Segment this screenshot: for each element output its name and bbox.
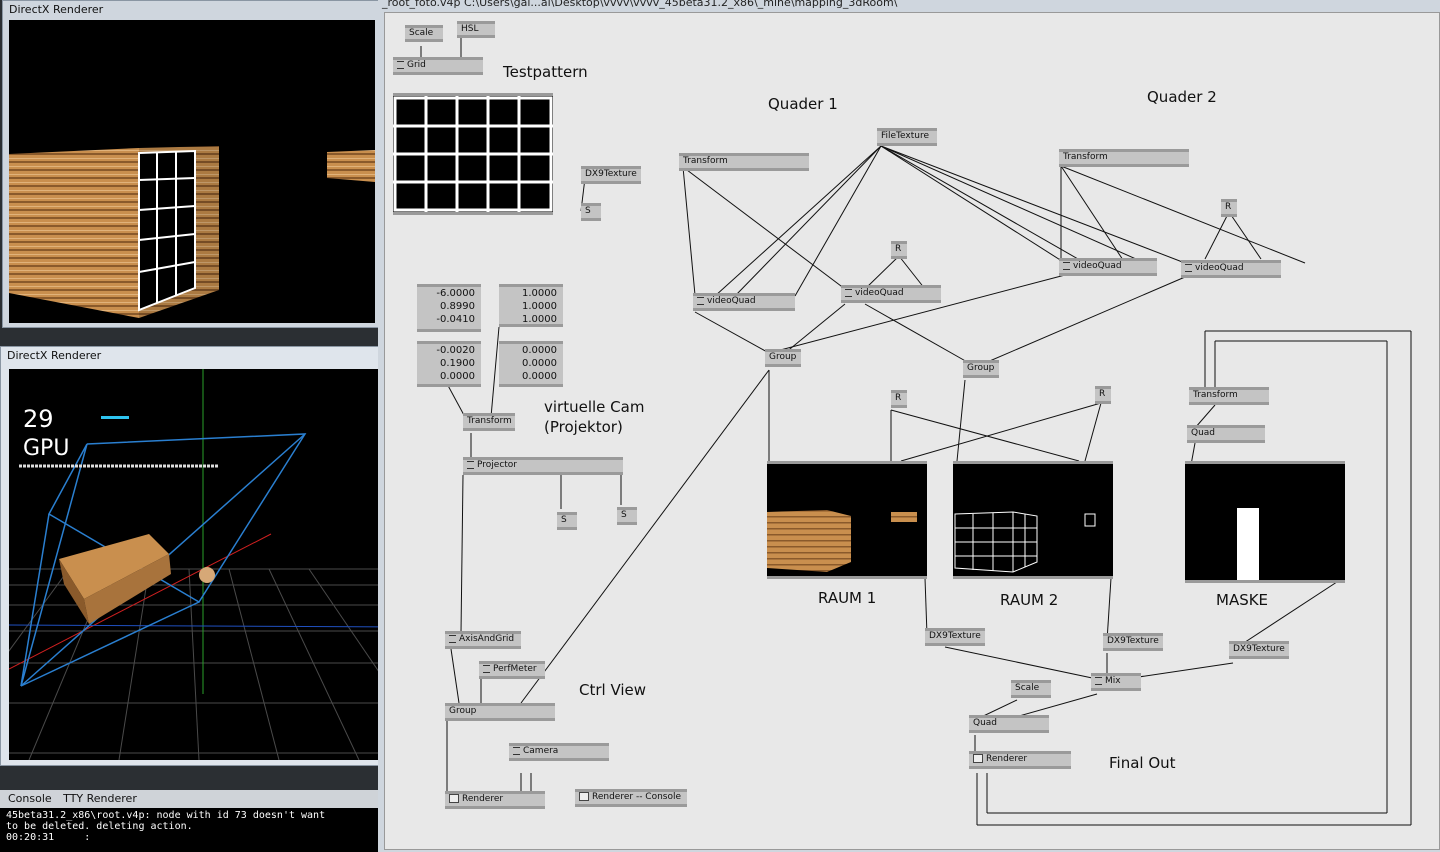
- node-menu-icon: [1063, 261, 1070, 270]
- node-videoquad[interactable]: videoQuad: [1059, 258, 1157, 276]
- node-s[interactable]: S: [617, 507, 637, 525]
- node-transform-quader2[interactable]: Transform: [1059, 149, 1189, 167]
- console-output: 45beta31.2_x86\root.v4p: node with id 73…: [6, 810, 326, 843]
- node-menu-icon: [1185, 263, 1192, 272]
- node-menu-icon: [397, 60, 404, 69]
- node-transform-cam[interactable]: Transform: [463, 413, 515, 431]
- mask-shape: [1237, 508, 1259, 580]
- label-virtuelle-cam: virtuelle Cam: [544, 398, 645, 416]
- node-transform-mask[interactable]: Transform: [1189, 387, 1269, 405]
- node-dx9texture[interactable]: DX9Texture: [1103, 633, 1163, 651]
- raum2-scene: [954, 511, 1096, 573]
- node-dx9texture[interactable]: DX9Texture: [925, 628, 985, 646]
- patch-canvas[interactable]: Testpattern Quader 1 Quader 2 virtuelle …: [384, 12, 1440, 850]
- node-grid[interactable]: Grid: [393, 57, 483, 75]
- window-title: DirectX Renderer: [9, 3, 104, 16]
- label-final-out: Final Out: [1109, 754, 1176, 772]
- label-raum2: RAUM 2: [1000, 591, 1059, 609]
- node-s[interactable]: S: [581, 203, 601, 221]
- node-filetexture[interactable]: FileTexture: [877, 128, 937, 146]
- label-quader1: Quader 1: [768, 95, 838, 113]
- raum1-scene: [767, 510, 917, 572]
- node-s[interactable]: S: [557, 512, 577, 530]
- node-menu-icon: [845, 288, 852, 297]
- node-menu-icon: [467, 460, 474, 469]
- label-ctrl-view: Ctrl View: [579, 681, 647, 699]
- iobox-translate[interactable]: -6.0000 0.8990 -0.0410: [417, 284, 481, 332]
- node-videoquad[interactable]: videoQuad: [693, 293, 795, 311]
- renderer-viewport[interactable]: [9, 20, 375, 323]
- raum2-preview[interactable]: [953, 461, 1113, 579]
- node-transform-quader1[interactable]: Transform: [679, 153, 809, 171]
- node-renderer-console[interactable]: Renderer -- Console: [575, 789, 687, 807]
- node-menu-icon: [513, 746, 520, 755]
- node-r[interactable]: R: [1221, 199, 1237, 217]
- label-testpattern: Testpattern: [503, 63, 588, 81]
- testpattern-preview[interactable]: [393, 93, 553, 215]
- node-mix[interactable]: Mix: [1091, 673, 1141, 691]
- label-projektor: (Projektor): [544, 418, 623, 436]
- node-group[interactable]: Group: [445, 703, 555, 721]
- node-scale[interactable]: Scale: [1011, 680, 1051, 698]
- node-axisandgrid[interactable]: AxisAndGrid: [445, 631, 521, 649]
- node-r[interactable]: R: [891, 241, 907, 259]
- node-renderer-final[interactable]: Renderer: [969, 751, 1071, 769]
- iobox-rotate[interactable]: -0.0020 0.1900 0.0000: [417, 341, 481, 387]
- raum1-preview[interactable]: [767, 461, 927, 579]
- render-scene: [9, 146, 375, 318]
- label-quader2: Quader 2: [1147, 88, 1217, 106]
- iobox-shear[interactable]: 0.0000 0.0000 0.0000: [499, 341, 563, 387]
- node-r[interactable]: R: [891, 390, 907, 408]
- node-videoquad[interactable]: videoQuad: [1181, 260, 1281, 278]
- label-raum1: RAUM 1: [818, 589, 877, 607]
- window-title: DirectX Renderer: [7, 349, 102, 362]
- node-scale[interactable]: Scale: [405, 25, 443, 42]
- tab-tty-renderer[interactable]: TTY Renderer: [63, 792, 137, 805]
- grid-pattern: [393, 96, 553, 212]
- node-quad-final[interactable]: Quad: [969, 715, 1049, 733]
- node-hsl[interactable]: HSL: [457, 21, 495, 38]
- renderer-window-main[interactable]: DirectX Renderer: [2, 0, 380, 328]
- fps-readout: 29: [23, 405, 54, 433]
- node-r[interactable]: R: [1095, 386, 1111, 404]
- node-group[interactable]: Group: [963, 360, 999, 378]
- gpu-label: GPU: [23, 436, 69, 461]
- node-menu-icon: [1095, 676, 1102, 685]
- node-renderer[interactable]: Renderer: [445, 791, 545, 809]
- ctrl-viewport[interactable]: 29 GPU: [9, 369, 401, 760]
- tab-console[interactable]: Console: [8, 792, 52, 805]
- node-dx9texture[interactable]: DX9Texture: [581, 166, 641, 184]
- console-panel[interactable]: Console TTY Renderer 45beta31.2_x86\root…: [0, 790, 378, 852]
- node-menu-icon: [449, 634, 456, 643]
- node-projector[interactable]: Projector: [463, 457, 623, 475]
- renderer-window-ctrl[interactable]: DirectX Renderer: [0, 346, 406, 766]
- window-icon: [973, 754, 983, 763]
- ctrl-scene: 29 GPU: [9, 369, 401, 760]
- node-menu-icon: [697, 296, 704, 305]
- window-icon: [449, 794, 459, 803]
- maske-preview[interactable]: [1185, 461, 1345, 583]
- node-perfmeter[interactable]: PerfMeter: [479, 661, 545, 679]
- node-menu-icon: [483, 664, 490, 673]
- node-camera[interactable]: Camera: [509, 743, 609, 761]
- window-icon: [579, 792, 589, 801]
- node-dx9texture[interactable]: DX9Texture: [1229, 641, 1289, 659]
- label-maske: MASKE: [1216, 591, 1269, 609]
- patch-title: _root_foto.v4p C:\Users\gal...al\Desktop…: [382, 0, 898, 9]
- node-quad-mask[interactable]: Quad: [1187, 425, 1265, 443]
- patch-window[interactable]: _root_foto.v4p C:\Users\gal...al\Desktop…: [378, 0, 1440, 852]
- node-videoquad[interactable]: videoQuad: [841, 285, 941, 303]
- node-group[interactable]: Group: [765, 349, 801, 367]
- iobox-scale[interactable]: 1.0000 1.0000 1.0000: [499, 284, 563, 327]
